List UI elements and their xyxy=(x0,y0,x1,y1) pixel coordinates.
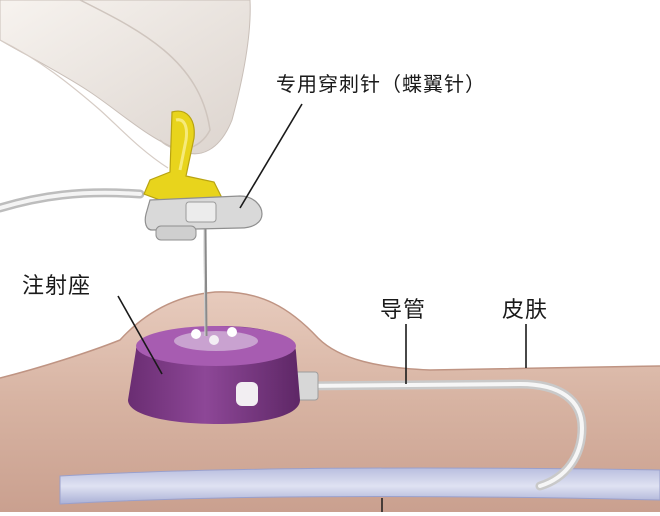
butterfly-needle xyxy=(143,110,263,241)
label-skin: 皮肤 xyxy=(502,298,549,323)
needle-shaft xyxy=(203,227,208,337)
infusion-tubing xyxy=(0,188,145,213)
leader-lines xyxy=(117,103,527,384)
label-port: 注射座 xyxy=(22,274,92,299)
hand xyxy=(0,0,251,169)
port-chamber xyxy=(128,326,300,424)
label-catheter: 导管 xyxy=(380,298,427,323)
label-needle: 专用穿刺针（蝶翼针） xyxy=(276,72,486,96)
vein xyxy=(59,467,660,512)
